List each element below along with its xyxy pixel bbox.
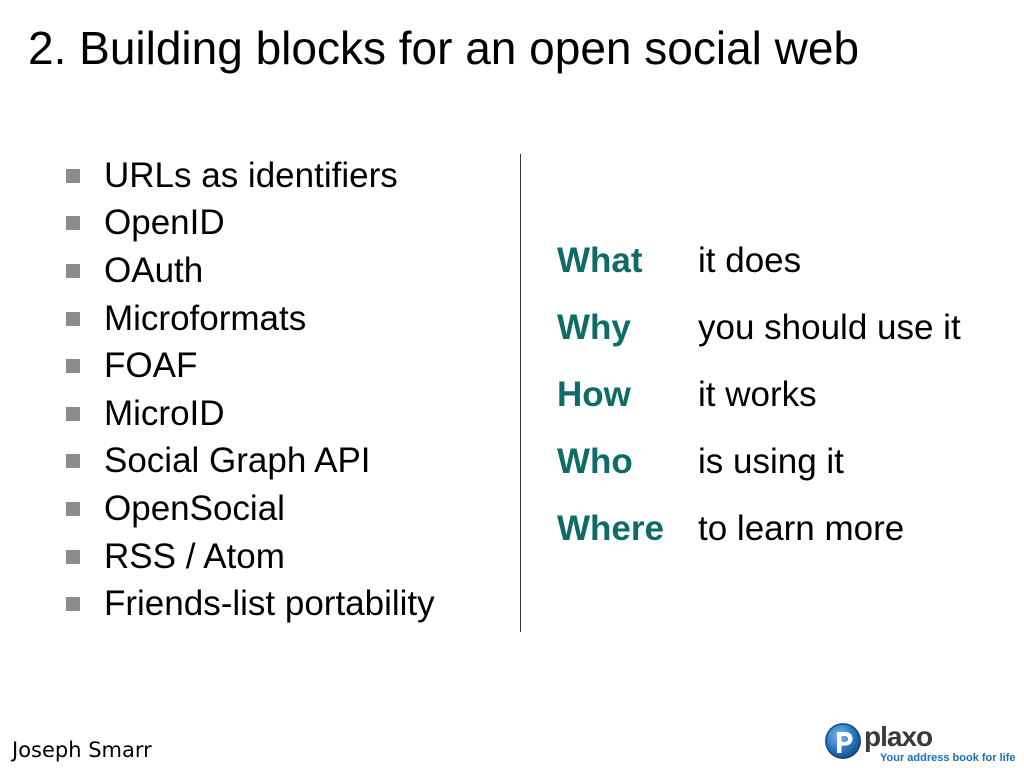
topic-item: URLs as identifiers xyxy=(62,152,435,200)
column-divider xyxy=(520,154,521,632)
topic-item: MicroID xyxy=(62,390,435,438)
question-text: you should use it xyxy=(698,307,961,347)
square-bullet-icon xyxy=(66,597,80,612)
topic-label: MicroID xyxy=(104,393,225,433)
topic-item: FOAF xyxy=(62,342,435,390)
topic-item: OAuth xyxy=(62,247,435,295)
question-keyword: Why xyxy=(557,307,631,347)
question-text: it works xyxy=(698,374,817,414)
topic-label: OAuth xyxy=(104,250,204,290)
question-keyword: Where xyxy=(557,508,664,548)
topic-label: FOAF xyxy=(104,346,198,386)
square-bullet-icon xyxy=(66,501,80,516)
square-bullet-icon xyxy=(66,549,80,564)
logo-tagline: Your address book for life xyxy=(880,752,1016,764)
square-bullet-icon xyxy=(66,454,80,469)
topic-item: Friends-list portability xyxy=(62,580,435,628)
question-keyword: Who xyxy=(557,441,633,481)
topic-label: OpenID xyxy=(104,203,225,243)
topic-item: RSS / Atom xyxy=(62,533,435,581)
square-bullet-icon xyxy=(66,406,80,421)
logo-wordmark: plaxo xyxy=(864,721,933,752)
topic-item: Social Graph API xyxy=(62,438,435,486)
question-row: Where to learn more xyxy=(557,495,961,562)
question-list: What it does Why you should use it How i… xyxy=(557,227,961,562)
question-row: How it works xyxy=(557,361,961,428)
square-bullet-icon xyxy=(66,216,80,231)
square-bullet-icon xyxy=(66,311,80,326)
topic-item: Microformats xyxy=(62,295,435,343)
question-row: Who is using it xyxy=(557,428,961,495)
question-text: it does xyxy=(698,240,802,280)
question-keyword: What xyxy=(557,240,643,280)
question-keyword: How xyxy=(557,374,631,414)
slide-title: 2. Building blocks for an open social we… xyxy=(28,22,860,74)
footer-author: Joseph Smarr xyxy=(12,738,152,762)
square-bullet-icon xyxy=(66,263,80,278)
topic-item: OpenID xyxy=(62,200,435,248)
question-row: Why you should use it xyxy=(557,294,961,361)
plaxo-logo-icon xyxy=(825,723,861,759)
topic-label: Friends-list portability xyxy=(104,584,435,624)
topic-label: Microformats xyxy=(104,298,307,338)
plaxo-logo: plaxo Your address book for life xyxy=(824,720,1020,766)
topic-item: OpenSocial xyxy=(62,485,435,533)
question-row: What it does xyxy=(557,227,961,294)
topic-list: URLs as identifiers OpenID OAuth Microfo… xyxy=(62,152,435,628)
topic-label: RSS / Atom xyxy=(104,536,285,576)
topic-label: OpenSocial xyxy=(104,488,285,528)
question-text: to learn more xyxy=(698,508,905,548)
question-text: is using it xyxy=(698,441,844,481)
topic-label: URLs as identifiers xyxy=(104,155,398,195)
topic-label: Social Graph API xyxy=(104,441,371,481)
square-bullet-icon xyxy=(66,359,80,374)
square-bullet-icon xyxy=(66,168,80,183)
